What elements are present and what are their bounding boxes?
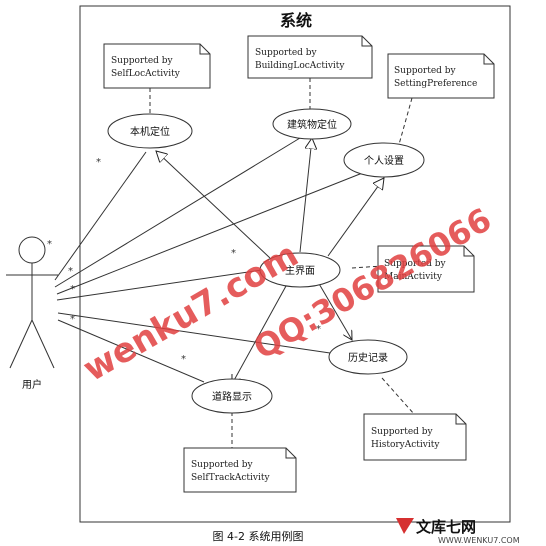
multiplicity-star: * xyxy=(181,354,186,365)
brand-logo: 文库七网 WWW.WENKU7.COM xyxy=(396,518,520,545)
svg-text:历史记录: 历史记录 xyxy=(348,352,388,364)
use-case-settings: 个人设置 xyxy=(343,142,425,178)
note-building-loc: Supported by BuildingLocActivity xyxy=(247,35,373,79)
note-history: Supported by HistoryActivity xyxy=(363,413,467,461)
svg-text:SettingPreference: SettingPreference xyxy=(394,79,477,89)
svg-text:文库七网: 文库七网 xyxy=(416,518,476,536)
note-connectors xyxy=(149,78,415,448)
svg-text:SelfLocActivity: SelfLocActivity xyxy=(111,69,181,79)
svg-text:本机定位: 本机定位 xyxy=(130,125,170,138)
figure-caption: 图 4-2 系统用例图 xyxy=(213,529,304,543)
note-self-loc: Supported by SelfLocActivity xyxy=(103,43,211,89)
actor-user xyxy=(6,236,58,369)
multiplicity-star: * xyxy=(47,239,52,250)
note-track: Supported by SelfTrackActivity xyxy=(183,447,297,493)
svg-text:BuildingLocActivity: BuildingLocActivity xyxy=(255,61,345,71)
svg-text:Supported by: Supported by xyxy=(255,48,318,58)
svg-text:WWW.WENKU7.COM: WWW.WENKU7.COM xyxy=(438,536,520,545)
svg-text:HistoryActivity: HistoryActivity xyxy=(371,440,440,450)
use-case-building-loc: 建筑物定位 xyxy=(272,108,352,140)
include-arrows xyxy=(232,281,352,384)
actor-label: 用户 xyxy=(22,378,42,391)
svg-text:SelfTrackActivity: SelfTrackActivity xyxy=(191,473,270,483)
multiplicity-star: * xyxy=(96,157,101,168)
use-case-main: 主界面 xyxy=(259,252,341,288)
multiplicity-star: * xyxy=(316,324,321,335)
svg-text:个人设置: 个人设置 xyxy=(364,155,404,167)
use-case-history: 历史记录 xyxy=(328,339,408,375)
watermark-wenku: wenku7.com xyxy=(77,235,306,390)
svg-text:建筑物定位: 建筑物定位 xyxy=(287,118,337,131)
use-case-track: 道路显示 xyxy=(191,378,273,414)
svg-text:Supported by: Supported by xyxy=(111,56,174,66)
svg-text:Supported by: Supported by xyxy=(384,259,447,269)
svg-text:Supported by: Supported by xyxy=(394,66,457,76)
svg-text:道路显示: 道路显示 xyxy=(212,390,252,403)
svg-text:主界面: 主界面 xyxy=(285,265,315,277)
note-settings: Supported by SettingPreference xyxy=(387,53,495,99)
note-main: Supported by MainActivity xyxy=(377,245,475,293)
svg-text:Supported by: Supported by xyxy=(371,427,434,437)
system-boundary xyxy=(79,5,511,523)
use-case-self-loc: 本机定位 xyxy=(107,113,193,149)
system-title: 系统 xyxy=(280,11,312,30)
svg-text:MainActivity: MainActivity xyxy=(384,272,443,282)
actor-associations xyxy=(54,137,371,383)
generalizations xyxy=(156,138,384,259)
multiplicity-star: * xyxy=(68,266,73,277)
multiplicity-star: * xyxy=(231,248,236,259)
svg-text:Supported by: Supported by xyxy=(191,460,254,470)
multiplicity-star: * xyxy=(70,314,75,325)
multiplicity-star: * xyxy=(70,284,75,295)
